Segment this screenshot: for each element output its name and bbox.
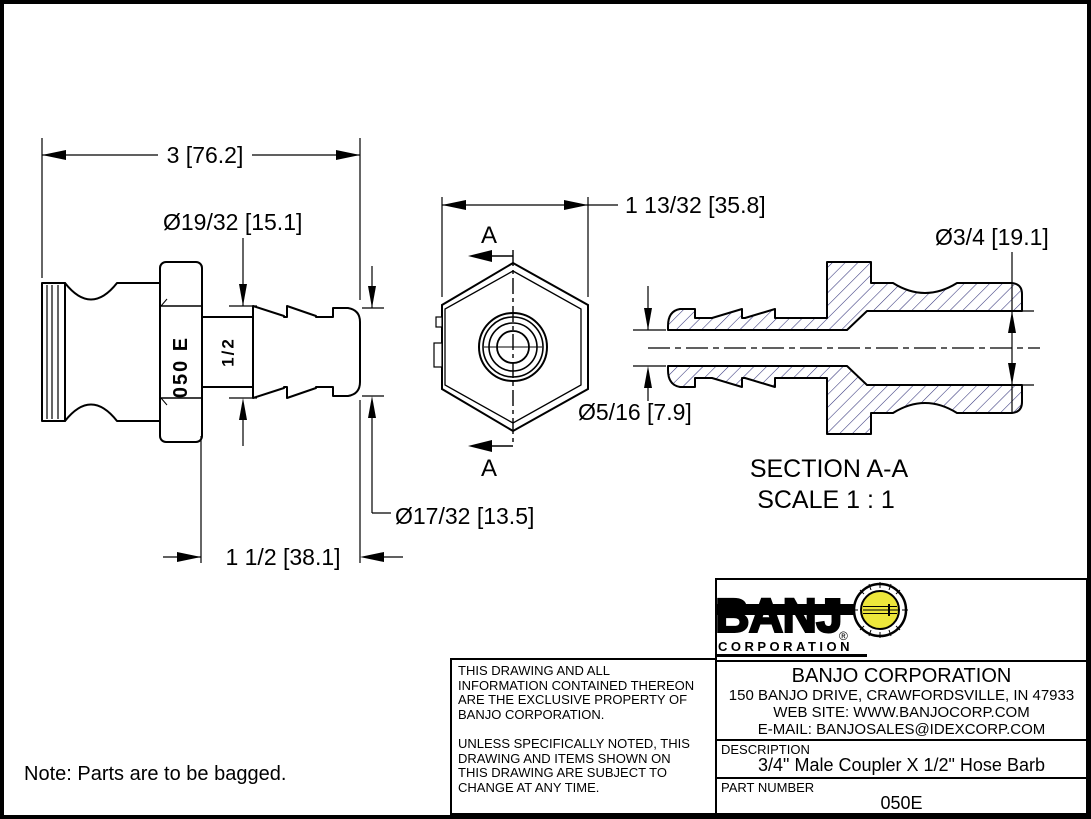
disclaimer-box: THIS DRAWING AND ALL INFORMATION CONTAIN… xyxy=(450,658,717,815)
dim-overall-length-text: 3 [76.2] xyxy=(167,142,244,168)
arrowhead-right-icon xyxy=(177,552,201,562)
dim-bore-text: Ø5/16 [7.9] xyxy=(578,399,692,425)
drawing-note: Note: Parts are to be bagged. xyxy=(24,763,287,785)
part-marking-model: 050 E xyxy=(170,336,192,398)
part-number-label: PART NUMBER xyxy=(721,780,815,795)
section-lower-wall xyxy=(667,365,1023,435)
dim-across-flats xyxy=(441,197,618,297)
end-view xyxy=(433,250,589,446)
part-number-value: 050E xyxy=(880,793,923,813)
arrowhead-right-icon xyxy=(564,200,588,210)
company-logo-box: BANJ ® CORPORATION xyxy=(715,578,1087,662)
dim-across-flats-text: 1 13/32 [35.8] xyxy=(625,192,766,218)
dim-socket-bore-text: Ø3/4 [19.1] xyxy=(935,224,1049,250)
front-view-cap xyxy=(41,282,66,422)
front-view: 050 E 1/2 xyxy=(41,261,361,443)
dim-socket-bore xyxy=(988,252,1034,412)
dim-barb-od xyxy=(229,238,391,514)
disclaimer-line: BANJO CORPORATION. xyxy=(458,706,605,722)
disclaimer-paragraph-2: UNLESS SPECIFICALLY NOTED, THIS DRAWING … xyxy=(458,736,709,795)
cut-label-top: A xyxy=(481,222,497,249)
arrowhead-down-icon xyxy=(644,308,652,330)
disclaimer-line: ARE THE EXCLUSIVE PROPERTY OF xyxy=(458,692,688,707)
arrowhead-left-icon xyxy=(360,552,384,562)
disclaimer-line: UNLESS SPECIFICALLY NOTED, THIS xyxy=(458,736,690,751)
section-arrow-left-icon xyxy=(468,250,492,262)
arrowhead-up-icon xyxy=(644,366,652,388)
company-email: E-MAIL: BANJOSALES@IDEXCORP.COM xyxy=(757,721,1046,738)
logo-wordmark: BANJ xyxy=(717,590,842,643)
company-name: BANJO CORPORATION xyxy=(791,665,1012,687)
logo-underline xyxy=(717,654,867,657)
arrowhead-down-icon xyxy=(1008,363,1016,385)
banjo-body-icon xyxy=(852,582,908,638)
disclaimer-line: THIS DRAWING AND ALL xyxy=(458,663,610,678)
arrowhead-left-icon xyxy=(42,150,66,160)
arrowhead-up-icon xyxy=(368,396,376,418)
end-view-edge-mark xyxy=(435,316,443,328)
banjo-logo: BANJ ® CORPORATION xyxy=(717,582,908,657)
dim-overall-length xyxy=(41,138,361,300)
front-view-shaft xyxy=(201,316,254,388)
front-view-cam-groove xyxy=(64,282,161,422)
part-number-box: PART NUMBER 050E xyxy=(715,777,1087,815)
section-caption: SECTION A-A xyxy=(750,455,909,483)
registered-trademark-icon: ® xyxy=(839,629,848,643)
dim-barb-length-text: 1 1/2 [38.1] xyxy=(225,544,340,570)
disclaimer-line: CHANGE AT ANY TIME. xyxy=(458,779,600,795)
arrowhead-down-icon xyxy=(368,286,376,308)
description-label: DESCRIPTION xyxy=(721,742,810,757)
section-upper-wall xyxy=(667,261,1023,331)
dim-barb-length xyxy=(163,400,403,563)
description-value: 3/4" Male Coupler X 1/2" Hose Barb xyxy=(758,755,1045,775)
logo-subtitle: CORPORATION xyxy=(718,639,853,654)
section-scale: SCALE 1 : 1 xyxy=(757,486,895,514)
company-info-box: BANJO CORPORATION 150 BANJO DRIVE, CRAWF… xyxy=(715,660,1087,741)
description-box: DESCRIPTION 3/4" Male Coupler X 1/2" Hos… xyxy=(715,739,1087,779)
section-arrow-left-icon xyxy=(468,440,492,452)
disclaimer-line: INFORMATION CONTAINED THEREON xyxy=(458,677,695,693)
company-website: WEB SITE: WWW.BANJOCORP.COM xyxy=(773,704,1030,721)
disclaimer-line: THIS DRAWING ARE SUBJECT TO xyxy=(458,765,667,780)
arrowhead-right-icon xyxy=(336,150,360,160)
dim-shaft-od-text: Ø17/32 [13.5] xyxy=(395,503,534,529)
dim-barb-od-text: Ø19/32 [15.1] xyxy=(163,209,302,235)
disclaimer-paragraph-1: THIS DRAWING AND ALL INFORMATION CONTAIN… xyxy=(458,663,709,722)
front-view-hose-barb xyxy=(252,305,361,399)
section-view xyxy=(648,261,1040,435)
banjo-neck xyxy=(717,604,880,615)
cut-label-bottom: A xyxy=(481,455,497,482)
arrowhead-up-icon xyxy=(1008,311,1016,333)
arrowhead-up-icon xyxy=(239,398,247,420)
section-cut-arrows xyxy=(468,250,513,452)
dim-bore xyxy=(633,286,666,401)
arrowhead-down-icon xyxy=(239,284,247,306)
part-marking-size: 1/2 xyxy=(219,337,238,367)
company-address: 150 BANJO DRIVE, CRAWFORDSVILLE, IN 4793… xyxy=(728,687,1075,704)
arrowhead-left-icon xyxy=(442,200,466,210)
end-view-edge-mark xyxy=(433,342,443,368)
disclaimer-line: DRAWING AND ITEMS SHOWN ON xyxy=(458,750,671,766)
